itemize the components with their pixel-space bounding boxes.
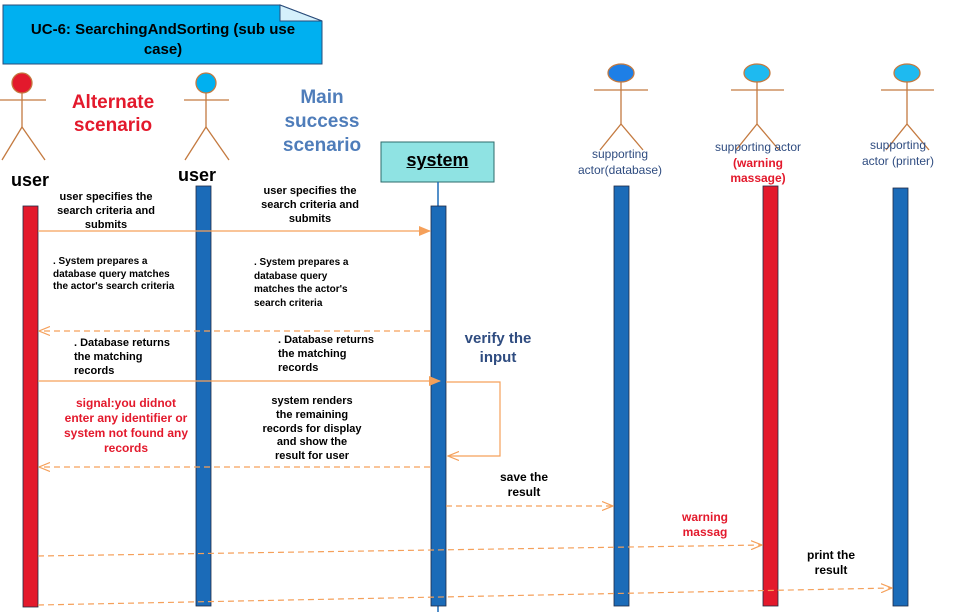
user-alt-activation-bar <box>22 205 39 608</box>
msg-warning: warning massag <box>681 510 728 539</box>
user-main-activation-bar <box>195 185 212 607</box>
msg-save: save the result <box>499 470 549 499</box>
printer-activation-bar <box>892 187 909 607</box>
actor-printer-figure <box>881 63 934 151</box>
warning-activation-bar <box>762 185 779 607</box>
system-label: system <box>406 150 469 170</box>
msg-alt-submit: user specifies the search criteria and s… <box>57 191 155 231</box>
title-note-text: UC-6: SearchingAndSorting (sub use case) <box>4 20 322 61</box>
actor-database-label: supporting actor(database) <box>577 147 663 177</box>
actor-user-alt-label: user <box>10 170 50 190</box>
msg-alt-returns: . Database returns the matching records <box>74 337 170 377</box>
system-box <box>380 141 495 183</box>
msg-main-prepare: . System prepares a database query match… <box>254 257 349 309</box>
actor-warning-label: supporting actor (warning massage) <box>714 140 802 186</box>
title-line-1: UC-6: SearchingAndSorting (sub use <box>30 21 296 38</box>
actor-printer-label: supporting actor (printer) <box>861 138 935 168</box>
actor-user-main-figure <box>184 72 230 161</box>
actor-database-figure <box>594 63 648 151</box>
msg-print: print the result <box>807 548 855 577</box>
msg-alt-prepare: . System prepares a database query match… <box>53 256 175 292</box>
msg-main-renders: system renders the remaining records for… <box>262 395 362 462</box>
msg-main-returns: . Database returns the matching records <box>278 334 374 374</box>
msg-main-submit: user specifies the search criteria and s… <box>261 185 359 225</box>
arrow-warning <box>37 545 762 557</box>
msg-verify: verify the input <box>464 330 532 366</box>
system-activation-bar <box>430 205 447 607</box>
actor-warning-figure <box>731 63 784 151</box>
actor-user-alt-figure <box>0 72 46 161</box>
arrow-print <box>37 588 892 606</box>
title-line-2: case) <box>143 41 183 59</box>
main-scenario-label: Main success scenario <box>282 87 362 156</box>
arrow-verify-self <box>446 381 501 456</box>
alternate-scenario-label: Alternate scenario <box>71 92 155 136</box>
actor-user-main-label: user <box>177 165 217 185</box>
title-note <box>2 4 323 65</box>
database-activation-bar <box>613 185 630 607</box>
msg-alt-signal: signal:you didnot enter any identifier o… <box>63 396 188 455</box>
